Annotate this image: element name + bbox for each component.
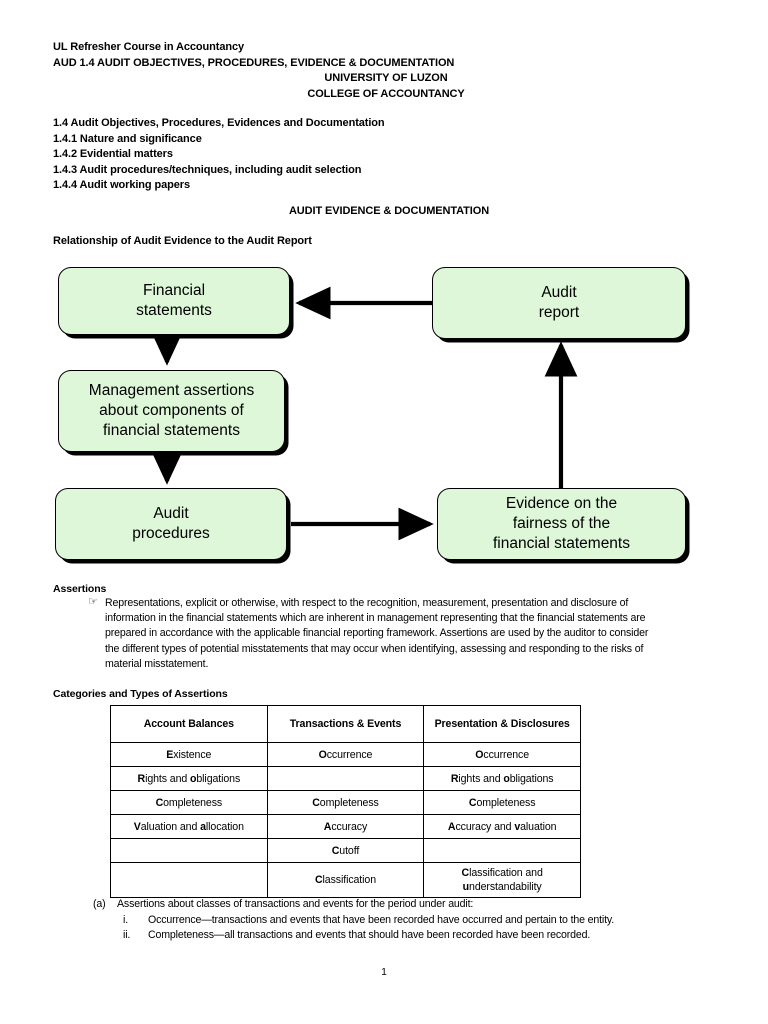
list-item-a: (a) Assertions about classes of transact… [93,897,723,913]
table-header-row: Account Balances Transactions & Events P… [110,705,581,743]
node-audit-procedures-label: Audit procedures [132,505,210,542]
list-item-i: i. Occurrence—transactions and events th… [123,913,723,929]
table-col-presentation-disclosures: Presentation & Disclosures [423,705,581,743]
assertions-heading: Assertions [53,583,107,595]
table-cell: Rights and obligations [423,766,581,791]
assertion-categories-table: Account Balances Transactions & Events P… [110,705,581,898]
node-audit-procedures[interactable]: Audit procedures [55,488,287,560]
outline-item-1-4-3: 1.4.3 Audit procedures/techniques, inclu… [53,163,362,176]
table-cell: Classification [266,862,425,898]
node-audit-report-label: Audit report [538,284,580,321]
table-cell [423,838,581,863]
table-cell: Classification and understandability [423,862,581,898]
table-cell [110,862,268,898]
table-cell [110,838,268,863]
table-cell: Occurrence [266,742,425,767]
pointing-hand-icon: ☞ [88,596,98,608]
section-title: AUDIT EVIDENCE & DOCUMENTATION [288,205,490,217]
list-item-i-text: Occurrence—transactions and events that … [148,913,615,926]
assertions-definition-text: Representations, explicit or otherwise, … [105,597,649,670]
list-item-ii-marker: ii. [123,929,131,942]
list-item-i-marker: i. [123,913,128,926]
outline-item-1-4-4: 1.4.4 Audit working papers [53,179,190,192]
header-line-course: UL Refresher Course in Accountancy [53,41,244,53]
list-item-ii: ii. Completeness—all transactions and ev… [123,928,723,944]
list-item-a-marker: (a) [93,898,106,910]
list-item-ii-text: Completeness—all transactions and events… [148,929,591,942]
table-row: Cutoff [110,838,581,863]
table-cell: Valuation and allocation [110,814,268,839]
node-financial-statements-label: Financial statements [136,282,212,319]
header-line-college: COLLEGE OF ACCOUNTANCY [307,87,465,100]
node-financial-statements[interactable]: Financial statements [58,267,290,335]
header-line-university: UNIVERSITY OF LUZON [324,72,448,84]
table-cell: Rights and obligations [110,766,268,791]
outline-item-1-4-2: 1.4.2 Evidential matters [53,148,173,161]
table-cell: Occurrence [423,742,581,767]
table-cell: Completeness [266,790,425,815]
table-cell: Cutoff [266,838,425,863]
section-subtitle: Relationship of Audit Evidence to the Au… [53,235,312,247]
outline-list: 1.4 Audit Objectives, Procedures, Eviden… [53,116,713,194]
list-item-a-text: Assertions about classes of transactions… [117,898,474,910]
outline-item-1: 1.4 Audit Objectives, Procedures, Eviden… [53,117,385,129]
node-evidence-fairness[interactable]: Evidence on the fairness of the financia… [437,488,686,560]
table-col-account-balances: Account Balances [110,705,268,743]
node-evidence-fairness-label: Evidence on the fairness of the financia… [493,495,630,552]
table-row: Rights and obligations Rights and obliga… [110,766,581,791]
table-cell: Completeness [110,790,268,815]
table-col-transactions-events: Transactions & Events [266,705,425,743]
node-audit-report[interactable]: Audit report [432,267,686,339]
table-cell: Accuracy and valuation [423,814,581,839]
table-cell: Completeness [423,790,581,815]
page-number: 1 [381,967,387,978]
node-management-assertions[interactable]: Management assertions about components o… [58,370,285,452]
footer-list: (a) Assertions about classes of transact… [93,897,723,944]
header-line-subject: AUD 1.4 AUDIT OBJECTIVES, PROCEDURES, EV… [53,56,455,69]
table-cell: Accuracy [266,814,425,839]
document-header: UL Refresher Course in Accountancy AUD 1… [53,40,713,102]
outline-item-1-4-1: 1.4.1 Nature and significance [53,132,202,145]
table-cell: Existence [110,742,268,767]
node-management-assertions-label: Management assertions about components o… [88,382,255,439]
table-cell [266,766,425,791]
table-caption: Categories and Types of Assertions [53,688,228,700]
